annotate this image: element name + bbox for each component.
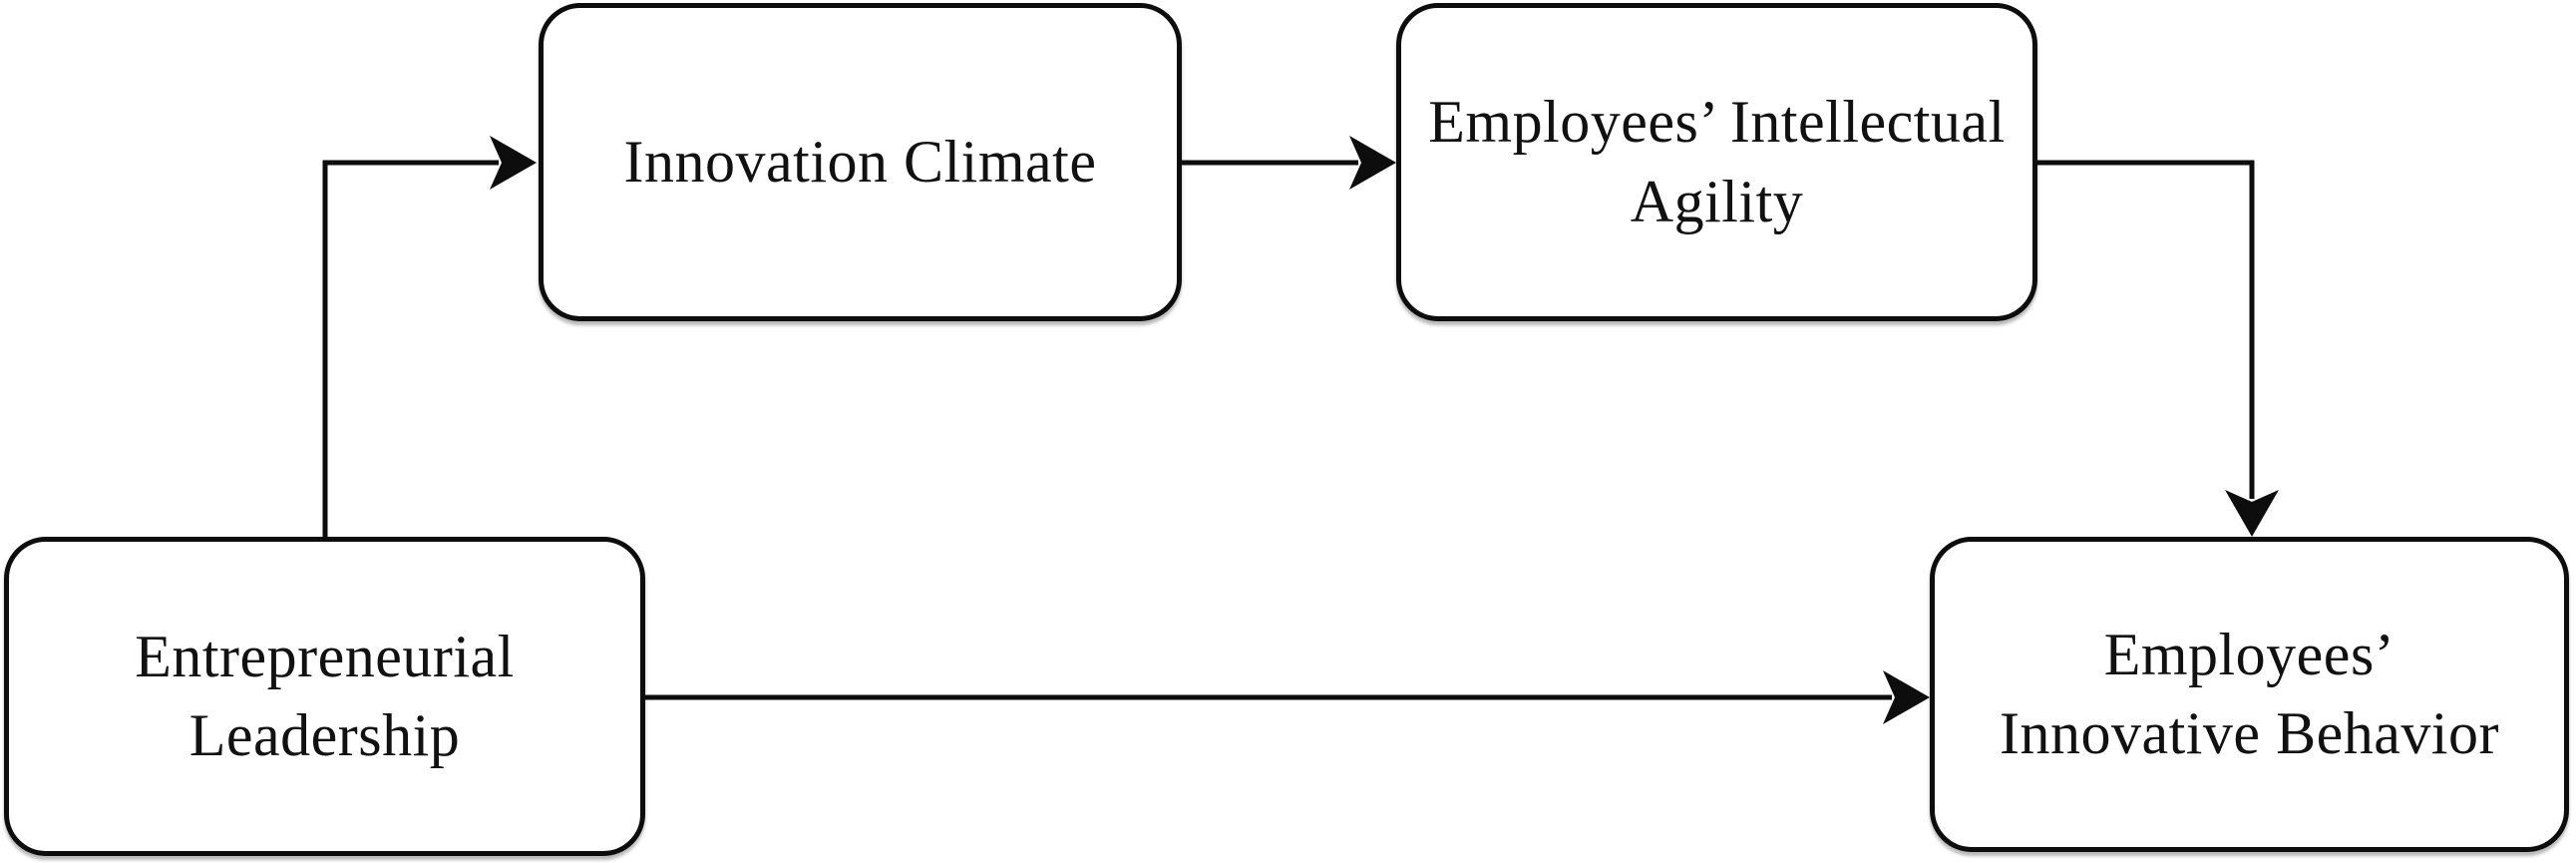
arrow-entrepreneurial-to-behavior	[645, 670, 1930, 724]
node-label-innovation-climate: Innovation Climate	[623, 128, 1097, 195]
node-label-entrepreneurial-leadership: Entrepreneurial Leadership	[135, 623, 515, 768]
node-label-employees-innovative-behavior: Employees’ Innovative Behavior	[1999, 621, 2499, 766]
arrow-entrepreneurial-to-climate	[322, 136, 537, 537]
node-employees-intellectual-agility: Employees’ Intellectual Agility	[1396, 3, 2037, 321]
arrow-climate-to-agility	[1182, 136, 1396, 190]
arrow-agility-to-behavior	[2037, 160, 2279, 537]
node-label-employees-intellectual-agility: Employees’ Intellectual Agility	[1428, 89, 2006, 234]
node-innovation-climate: Innovation Climate	[539, 3, 1182, 321]
node-employees-innovative-behavior: Employees’ Innovative Behavior	[1930, 537, 2569, 852]
node-entrepreneurial-leadership: Entrepreneurial Leadership	[4, 537, 645, 856]
